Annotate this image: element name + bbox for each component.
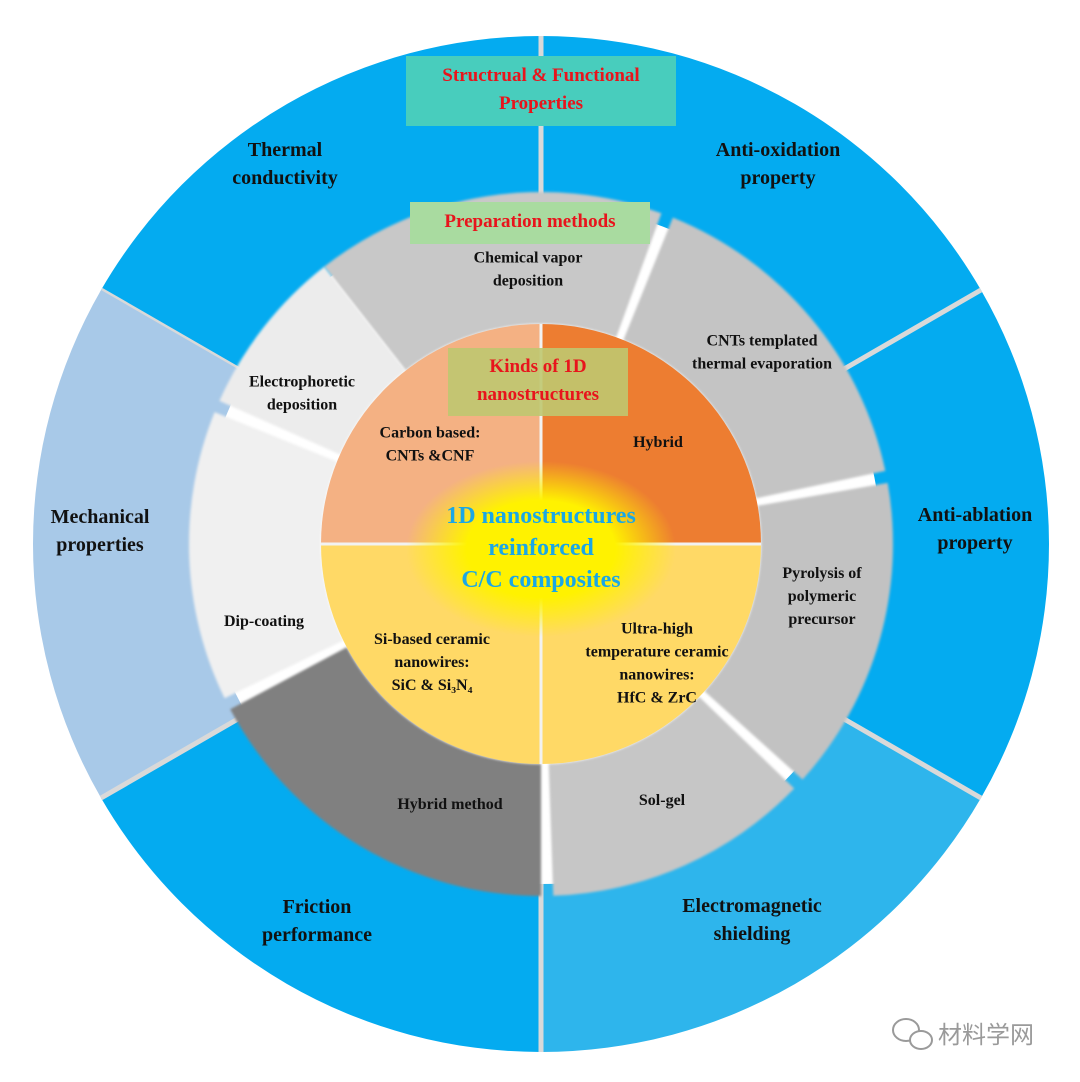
method-segment [230,647,541,897]
method-label-line: Chemical vapor [474,249,583,266]
outer-header-box [406,56,676,126]
method-label: Electrophoretic deposition [249,373,355,413]
outer-label: Anti-ablation property [918,504,1032,554]
kind-label-line: nanowires: [619,666,694,683]
kind-label-line: nanowires: [394,654,469,671]
outer-label-line: property [937,532,1012,554]
method-segment [548,696,795,896]
outer-label-line: Mechanical [51,506,150,528]
outer-header-title-line: Properties [499,93,583,114]
outer-divider [834,711,983,801]
outer-label-line: Anti-ablation [918,504,1032,526]
outer-label: Electromagnetic shielding [682,895,822,945]
kind-label-line: Ultra-high [621,620,693,637]
inner-header-title: Kinds of 1D nanostructures [477,356,599,405]
outer-label: Mechanical properties [51,506,150,556]
outer-segment [101,714,542,1052]
kind-label: Si-based ceramic nanowires: SiC & Si₃N₄ [374,631,490,694]
kind-label-line: Carbon based: [380,424,481,441]
method-label: Pyrolysis of polymeric precursor [782,565,862,628]
kind-label-line: SiC & Si₃N₄ [392,677,473,694]
outer-header-title-line: Structrual & Functional [442,65,639,86]
kind-label-line: Hybrid [633,434,683,451]
method-label-line: precursor [788,611,855,628]
kind-label-line: temperature ceramic [585,643,728,660]
inner-header-title-line: nanostructures [477,384,599,405]
kind-label: Ultra-high temperature ceramic nanowires: H… [585,620,728,706]
outer-label-line: Thermal [248,139,323,161]
outer-divider [99,711,248,801]
method-label-line: deposition [267,396,337,413]
center-glow [406,461,676,637]
method-label: CNTs templated thermal evaporation [692,332,832,372]
outer-label-line: Anti-oxidation [716,139,840,161]
method-label-line: deposition [493,272,563,289]
center-title-text-line: C/C composites [461,567,620,593]
kind-label-line: HfC & ZrC [617,689,697,706]
method-label-line: polymeric [788,588,856,605]
watermark: 材料学网 [892,1018,1034,1050]
center-title-text-line: 1D nanostructures [446,503,636,529]
outer-segment [32,290,247,798]
kind-label-line: CNTs &CNF [386,447,475,464]
method-label: Hybrid method [397,796,502,813]
outer-label-line: Friction [283,896,352,918]
outer-label-line: property [740,167,815,189]
outer-segment [541,714,981,1052]
wechat-icon [892,1018,933,1050]
kind-label-line: Si-based ceramic [374,631,490,648]
method-label-line: Dip-coating [224,613,304,630]
outer-label: Thermal conductivity [232,139,338,189]
method-segment [704,482,893,780]
method-segment [623,217,886,499]
method-label-line: CNTs templated [707,332,818,349]
middle-header-title-line: Preparation methods [444,211,615,232]
kind-label: Hybrid [633,434,683,451]
middle-header-box [410,202,650,244]
method-label-line: thermal evaporation [692,355,832,372]
method-label: Sol-gel [639,792,686,809]
inner-header-box [448,348,628,416]
method-label-line: Pyrolysis of [782,565,862,582]
middle-header-title: Preparation methods [444,211,615,232]
outer-label-line: Electromagnetic [682,895,822,917]
method-label-line: Sol-gel [639,792,686,809]
outer-segment [835,290,1049,798]
outer-label: Friction performance [262,896,372,946]
watermark-text: 材料学网 [938,1021,1034,1049]
outer-label-line: conductivity [232,167,338,189]
outer-divider [834,287,983,377]
outer-label: Anti-oxidation property [716,139,840,189]
method-label-line: Electrophoretic [249,373,355,390]
outer-ring-properties: Thermal conductivity Anti-oxidation propert… [32,36,1049,1052]
inner-header-title-line: Kinds of 1D [489,356,586,377]
method-segment [219,266,406,455]
method-segment [189,412,344,699]
outer-label-line: properties [56,534,144,556]
outer-label-line: shielding [714,923,791,945]
outer-label-line: performance [262,924,372,946]
method-label-line: Hybrid method [397,796,502,813]
method-label: Dip-coating [224,613,304,630]
center-title-text-line: reinforced [488,535,594,561]
kind-label: Carbon based: CNTs &CNF [380,424,481,464]
method-label: Chemical vapor deposition [474,249,583,289]
